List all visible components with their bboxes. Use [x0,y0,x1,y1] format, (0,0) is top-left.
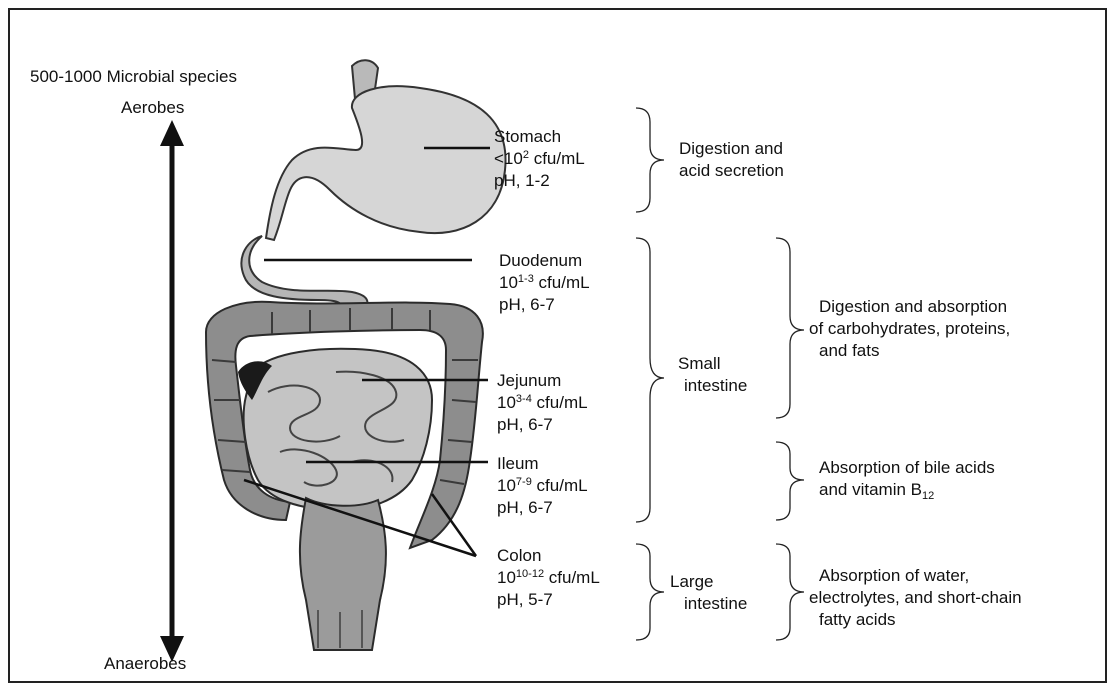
microbial-count: 101-3 cfu/mL [499,272,590,294]
small-intestine-label: Small intestine [678,353,747,397]
small-intestine-shape [244,349,432,510]
species-note: 500-1000 Microbial species [30,66,237,88]
stomach-function: Digestion and acid secretion [679,138,784,182]
aerobes-label: Aerobes [121,97,184,119]
microbial-count: 103-4 cfu/mL [497,392,588,414]
duodenum-label: Duodenum 101-3 cfu/mL pH, 6-7 [499,250,590,316]
rectum-shape [300,498,386,650]
bile-function: Absorption of bile acids and vitamin B12 [819,457,995,501]
microbial-count: 107-9 cfu/mL [497,475,588,497]
ph-range: pH, 1-2 [494,170,585,192]
region-name: Jejunum [497,370,588,392]
jejunum-label: Jejunum 103-4 cfu/mL pH, 6-7 [497,370,588,436]
ph-range: pH, 6-7 [499,294,590,316]
stomach-brace [636,108,664,212]
colon-label: Colon 1010-12 cfu/mL pH, 5-7 [497,545,600,611]
region-name: Colon [497,545,600,567]
digestion-brace [776,238,804,418]
small-intestine-brace [636,238,664,522]
oxygen-gradient-arrow [160,120,184,662]
ileum-label: Ileum 107-9 cfu/mL pH, 6-7 [497,453,588,519]
microbial-count: 1010-12 cfu/mL [497,567,600,589]
region-name: Duodenum [499,250,590,272]
anaerobes-label: Anaerobes [104,653,186,675]
water-function: Absorption of water, electrolytes, and s… [819,565,1022,631]
water-brace [776,544,804,640]
region-name: Stomach [494,126,585,148]
digestion-function: Digestion and absorption of carbohydrate… [819,296,1010,362]
large-intestine-brace [636,544,664,640]
ph-range: pH, 6-7 [497,497,588,519]
stomach-label: Stomach <102 cfu/mL pH, 1-2 [494,126,585,192]
stomach-shape [266,86,506,240]
large-intestine-label: Large intestine [670,571,747,615]
microbial-count: <102 cfu/mL [494,148,585,170]
ph-range: pH, 5-7 [497,589,600,611]
ph-range: pH, 6-7 [497,414,588,436]
bile-brace [776,442,804,520]
region-name: Ileum [497,453,588,475]
duodenum-shape [241,236,367,312]
